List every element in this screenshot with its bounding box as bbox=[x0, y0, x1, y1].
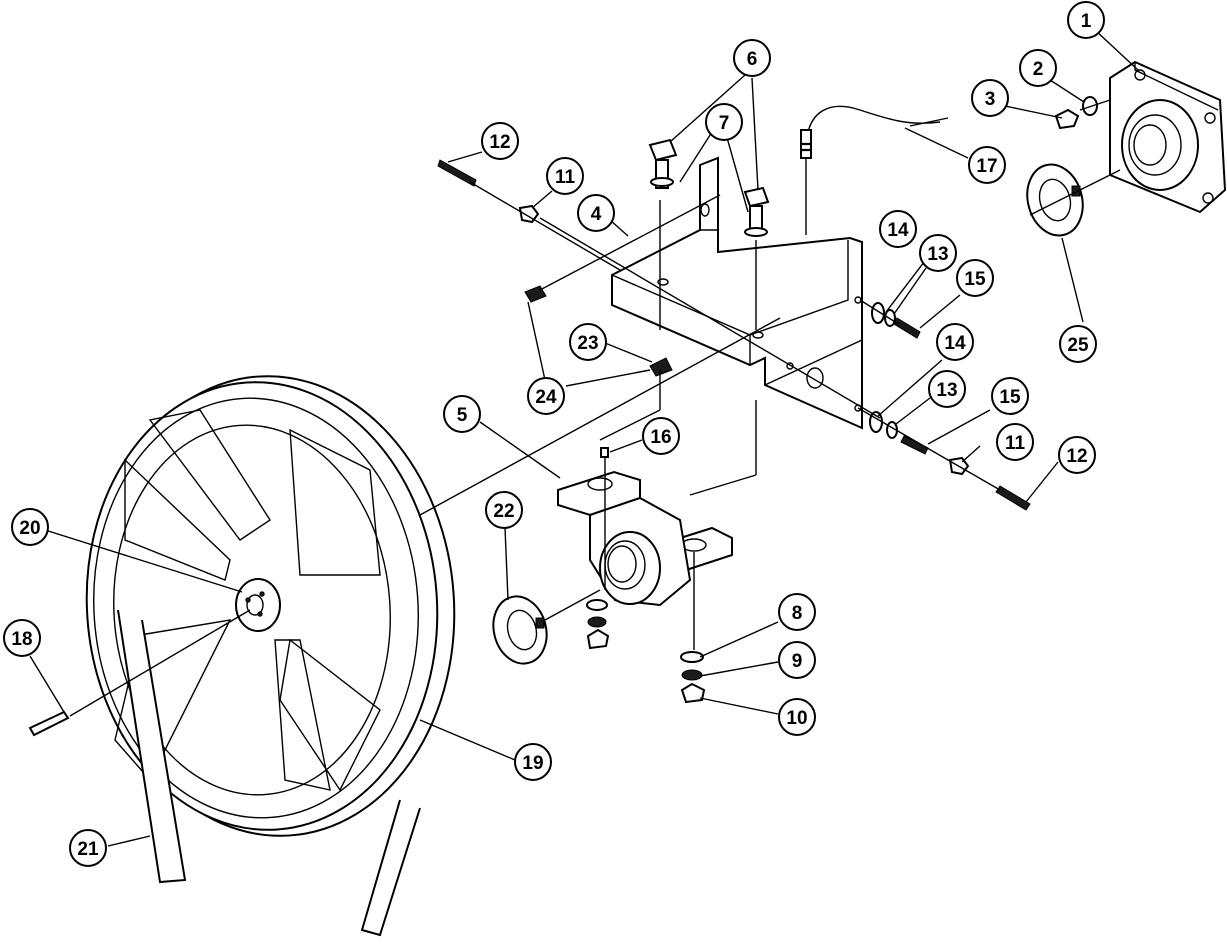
svg-text:5: 5 bbox=[457, 405, 468, 426]
svg-text:15: 15 bbox=[964, 269, 986, 290]
svg-text:22: 22 bbox=[493, 501, 514, 522]
callout-5: 5 bbox=[443, 395, 481, 433]
callout-21: 21 bbox=[69, 829, 107, 867]
svg-text:12: 12 bbox=[489, 132, 510, 153]
callout-15-lower: 15 bbox=[991, 377, 1029, 415]
svg-text:16: 16 bbox=[650, 427, 671, 448]
callout-24: 24 bbox=[527, 377, 565, 415]
callout-12-left: 12 bbox=[481, 122, 519, 160]
svg-text:12: 12 bbox=[1066, 446, 1087, 467]
svg-text:19: 19 bbox=[522, 753, 543, 774]
callout-8: 8 bbox=[778, 593, 816, 631]
callout-7: 7 bbox=[705, 103, 743, 141]
svg-text:14: 14 bbox=[887, 220, 909, 241]
svg-text:25: 25 bbox=[1067, 335, 1089, 356]
callout-12-right: 12 bbox=[1058, 436, 1096, 474]
svg-text:9: 9 bbox=[792, 651, 803, 672]
mount-bracket bbox=[611, 156, 863, 430]
callout-20: 20 bbox=[11, 508, 49, 546]
callout-22: 22 bbox=[485, 491, 523, 529]
callout-19: 19 bbox=[514, 743, 552, 781]
svg-text:10: 10 bbox=[786, 708, 807, 729]
callout-11-left: 11 bbox=[546, 157, 584, 195]
callout-6: 6 bbox=[733, 39, 771, 77]
callout-9: 9 bbox=[778, 641, 816, 679]
callout-23: 23 bbox=[569, 323, 607, 361]
svg-text:8: 8 bbox=[792, 603, 803, 624]
pillow-block-bearing bbox=[557, 470, 733, 607]
callout-14-upper: 14 bbox=[879, 210, 917, 248]
svg-text:1: 1 bbox=[1081, 11, 1092, 32]
svg-text:2: 2 bbox=[1033, 59, 1044, 80]
assembly-lines bbox=[69, 99, 1121, 717]
callout-1: 1 bbox=[1067, 1, 1105, 39]
callout-14-lower: 14 bbox=[936, 323, 974, 361]
svg-text:11: 11 bbox=[1005, 433, 1026, 454]
svg-text:11: 11 bbox=[555, 167, 576, 188]
callout-25: 25 bbox=[1059, 325, 1097, 363]
flange-bearing bbox=[1109, 60, 1227, 214]
svg-text:13: 13 bbox=[936, 380, 957, 401]
callout-18: 18 bbox=[3, 619, 41, 657]
sensor-cable bbox=[800, 105, 949, 159]
locking-collar-25 bbox=[1026, 163, 1084, 237]
fastener-hardware bbox=[437, 96, 1098, 704]
shaft-key bbox=[28, 710, 70, 737]
svg-text:14: 14 bbox=[944, 333, 966, 354]
svg-text:17: 17 bbox=[976, 156, 997, 177]
callout-13-lower: 13 bbox=[928, 370, 966, 408]
svg-text:21: 21 bbox=[77, 839, 99, 860]
svg-text:13: 13 bbox=[927, 244, 948, 265]
callout-15-upper: 15 bbox=[956, 259, 994, 297]
svg-text:20: 20 bbox=[19, 518, 40, 539]
callout-11-right: 11 bbox=[996, 423, 1034, 461]
svg-text:4: 4 bbox=[591, 204, 602, 225]
callout-17: 17 bbox=[968, 146, 1006, 184]
svg-text:18: 18 bbox=[11, 629, 32, 650]
callout-3: 3 bbox=[971, 79, 1009, 117]
leader-lines bbox=[29, 29, 1139, 847]
callout-13-upper: 13 bbox=[919, 234, 957, 272]
pulley-wheel bbox=[85, 375, 456, 837]
callout-2: 2 bbox=[1019, 49, 1057, 87]
locking-collar-22 bbox=[492, 595, 548, 665]
svg-text:7: 7 bbox=[719, 113, 730, 134]
callout-4: 4 bbox=[577, 194, 615, 232]
svg-text:3: 3 bbox=[985, 89, 996, 110]
svg-text:24: 24 bbox=[535, 387, 557, 408]
callout-10: 10 bbox=[778, 698, 816, 736]
svg-text:6: 6 bbox=[747, 49, 758, 70]
svg-text:23: 23 bbox=[577, 333, 598, 354]
callout-16: 16 bbox=[642, 417, 680, 455]
svg-text:15: 15 bbox=[999, 387, 1021, 408]
